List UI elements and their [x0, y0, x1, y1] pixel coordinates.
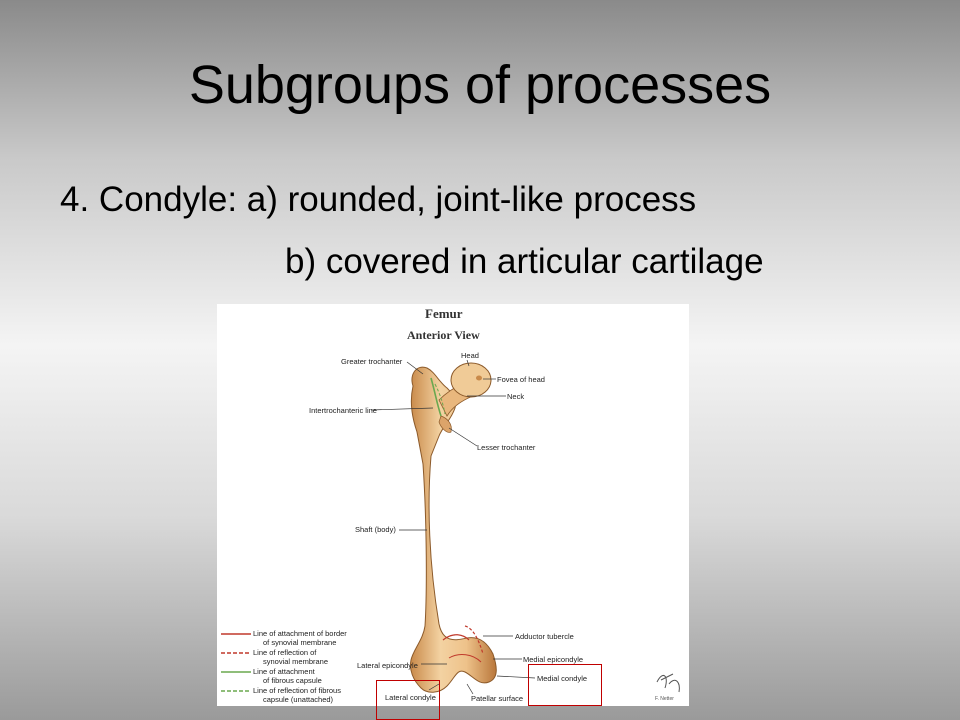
- artist-signature: F. Netter: [655, 673, 680, 702]
- figure-title: Femur: [425, 306, 463, 321]
- legend-text-3a: Line of attachment: [253, 667, 316, 676]
- legend-text-3b: of fibrous capsule: [263, 676, 322, 685]
- label-head: Head: [461, 351, 479, 360]
- figure-legend: Line of attachment of border of synovial…: [221, 629, 347, 704]
- signature-text: F. Netter: [655, 696, 674, 702]
- label-greater-trochanter: Greater trochanter: [341, 357, 403, 366]
- figure-subtitle: Anterior View: [407, 328, 480, 342]
- legend-text-2b: synovial membrane: [263, 657, 328, 666]
- slide-title: Subgroups of processes: [188, 55, 772, 115]
- femur-bone: [410, 362, 497, 693]
- highlight-medial-condyle: [528, 664, 602, 706]
- label-medial-condyle: Medial condyle: [537, 674, 587, 683]
- bullet-condyle-cartilage: b) covered in articular cartilage: [285, 242, 764, 281]
- legend-text-4b: capsule (unattached): [263, 695, 334, 704]
- legend-text-2a: Line of reflection of: [253, 648, 317, 657]
- bullet-condyle-definition: 4. Condyle: a) rounded, joint-like proce…: [60, 180, 697, 219]
- highlight-lateral-condyle: [376, 680, 440, 720]
- label-intertrochanteric-line: Intertrochanteric line: [309, 406, 377, 415]
- legend-text-1a: Line of attachment of border: [253, 629, 347, 638]
- label-patellar-surface: Patellar surface: [471, 694, 523, 703]
- label-lateral-condyle: Lateral condyle: [385, 693, 436, 702]
- label-adductor-tubercle: Adductor tubercle: [515, 632, 574, 641]
- legend-text-1b: of synovial membrane: [263, 638, 336, 647]
- label-medial-epicondyle: Medial epicondyle: [523, 655, 583, 664]
- label-fovea-of-head: Fovea of head: [497, 375, 545, 384]
- label-shaft: Shaft (body): [355, 525, 396, 534]
- label-lesser-trochanter: Lesser trochanter: [477, 443, 536, 452]
- legend-text-4a: Line of reflection of fibrous: [253, 686, 341, 695]
- femur-illustration: Femur Anterior View Head Greater trochan…: [217, 304, 689, 706]
- label-lateral-epicondyle: Lateral epicondyle: [357, 661, 418, 670]
- label-neck: Neck: [507, 392, 524, 401]
